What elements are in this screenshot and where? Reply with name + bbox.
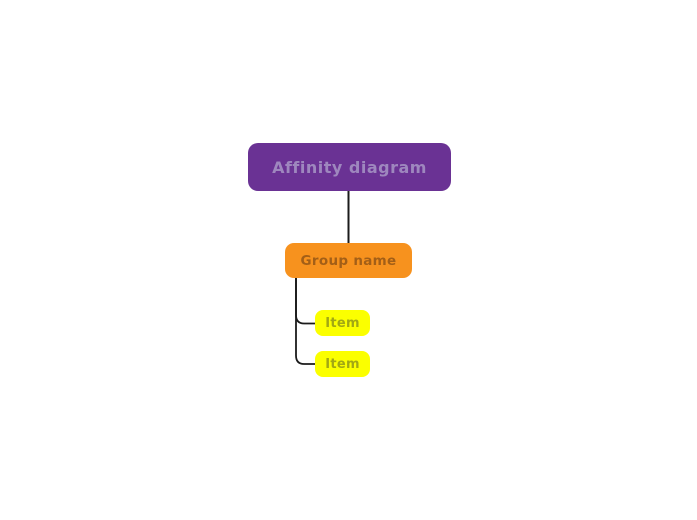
- node-root[interactable]: Affinity diagram: [248, 143, 451, 191]
- connector-group-to-item-1: [295, 278, 315, 325]
- node-item[interactable]: Item: [315, 310, 370, 336]
- node-root-label: Affinity diagram: [272, 157, 427, 177]
- node-item[interactable]: Item: [315, 351, 370, 377]
- node-group[interactable]: Group name: [285, 243, 412, 278]
- node-group-label: Group name: [300, 252, 397, 269]
- node-item-label: Item: [325, 356, 360, 372]
- node-item-label: Item: [325, 315, 360, 331]
- connector-group-to-item-2: [295, 278, 315, 365]
